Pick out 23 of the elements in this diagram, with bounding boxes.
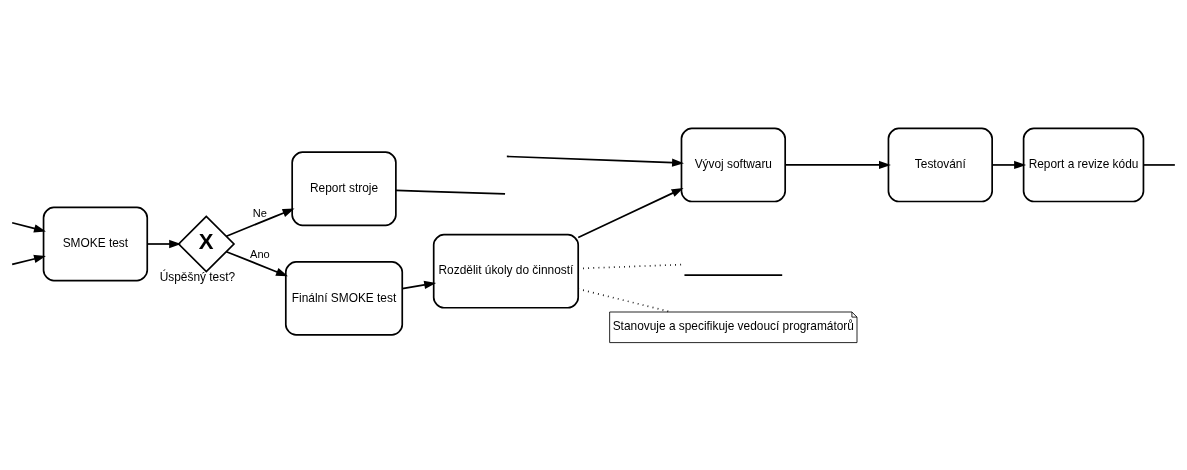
arrow [401, 280, 437, 289]
arrow [146, 239, 182, 248]
node-bracket [683, 273, 784, 276]
node-box: Finální SMOKE test [284, 260, 404, 336]
connector [395, 189, 506, 195]
arrow [225, 208, 295, 237]
edge-label: Ne [252, 206, 267, 219]
connector [1142, 163, 1176, 166]
arrow [991, 160, 1027, 169]
node-box: Vývoj softwaru [680, 127, 787, 202]
arrow [784, 160, 891, 169]
node-box: Report stroje [291, 150, 397, 226]
arrow [225, 250, 288, 276]
arrow [577, 187, 684, 238]
node-box: Testování [887, 127, 993, 202]
arrow [11, 254, 46, 265]
node-box: Report a revize kódu [1022, 127, 1145, 202]
node-box: SMOKE test [42, 206, 149, 281]
edge-label: Ano [250, 247, 270, 260]
node-diamond: X [177, 214, 236, 273]
arrow [11, 221, 46, 233]
arrow [506, 155, 684, 167]
node-box: Rozdělit úkoly do činností [432, 233, 580, 309]
